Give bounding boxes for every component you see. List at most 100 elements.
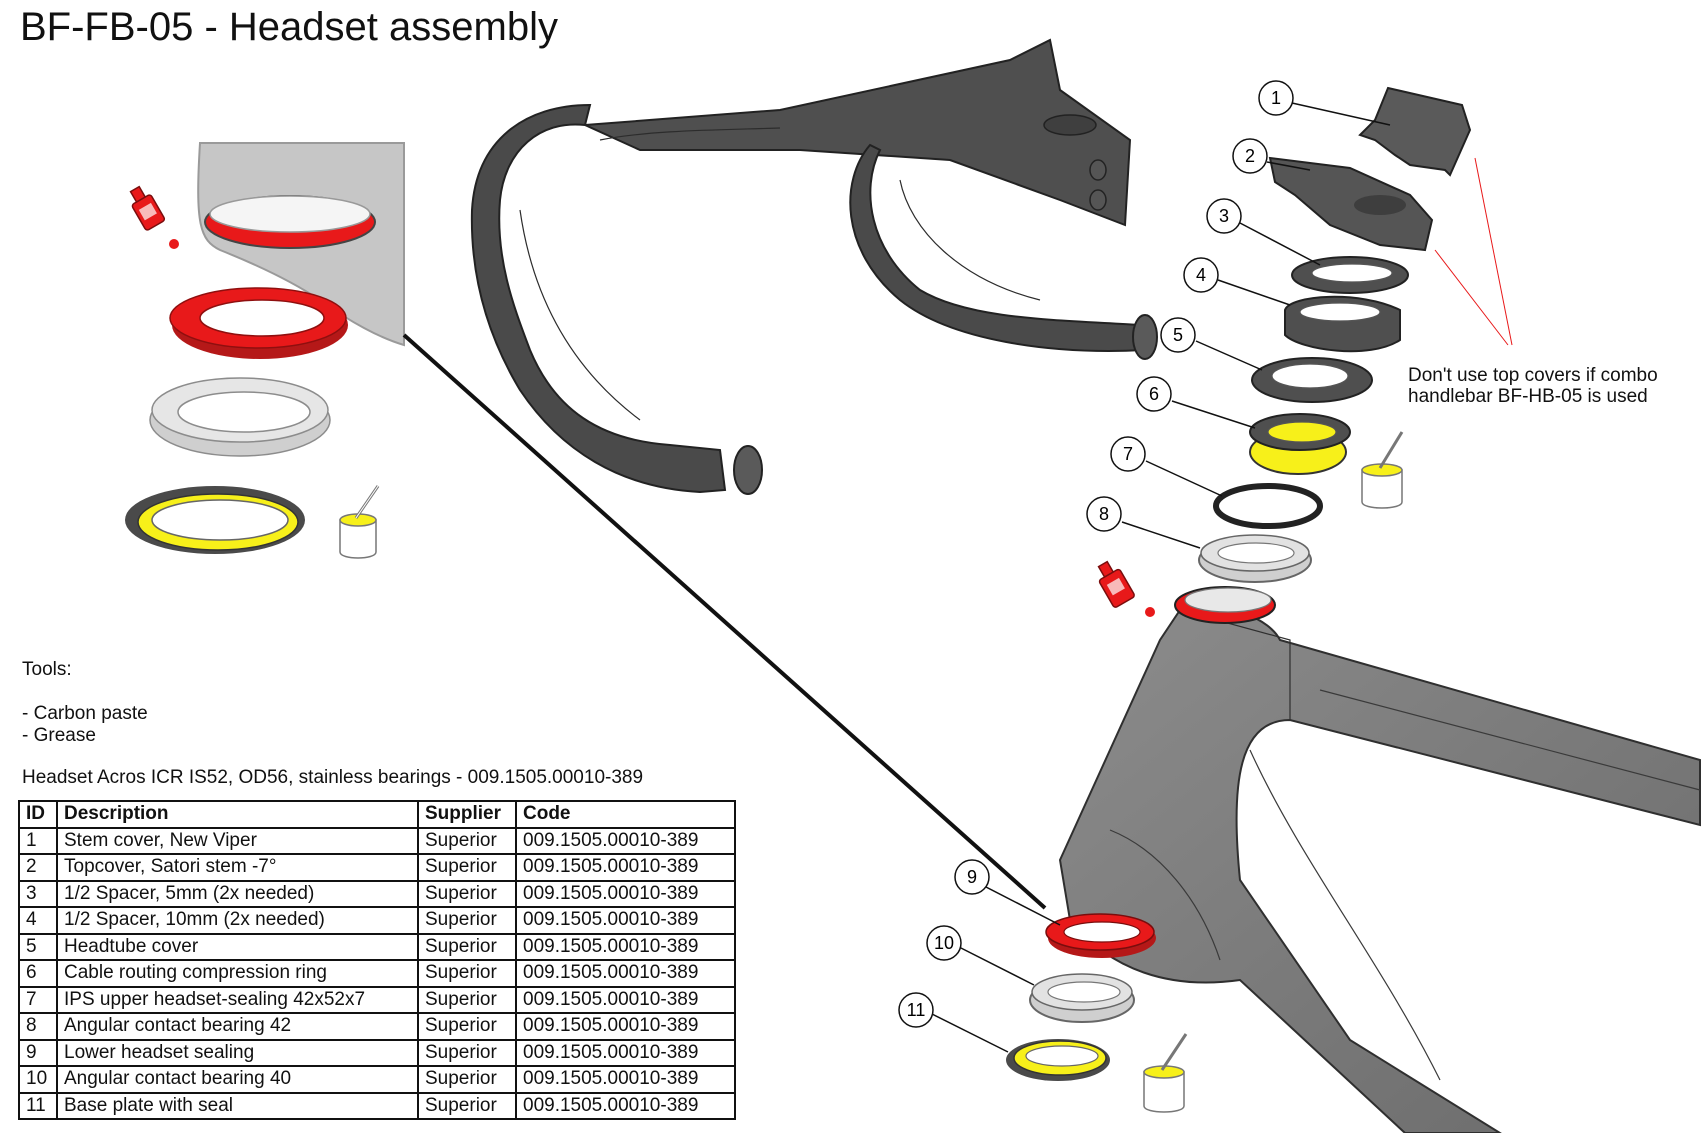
cell-description: 1/2 Spacer, 10mm (2x needed)	[56, 906, 419, 935]
cell-description: 1/2 Spacer, 5mm (2x needed)	[56, 879, 419, 908]
svg-text:2: 2	[1245, 146, 1255, 166]
bike-frame	[1058, 586, 1701, 1133]
part-6-compression-ring	[1249, 413, 1351, 475]
cell-id: 2	[18, 853, 58, 882]
svg-text:5: 5	[1173, 325, 1183, 345]
cell-id: 5	[18, 932, 58, 961]
cell-code: 009.1505.00010-389	[515, 853, 736, 882]
note-pointer-line	[1474, 157, 1513, 346]
cell-supplier: Superior	[417, 1038, 517, 1067]
cell-supplier: Superior	[417, 932, 517, 961]
part-2-topcover	[1268, 156, 1434, 252]
cell-description: IPS upper headset-sealing 42x52x7	[56, 985, 419, 1014]
detail-base-plate	[125, 486, 305, 554]
note-line-2: handlebar BF-HB-05 is used	[1408, 386, 1648, 407]
part-9-lower-sealing	[1045, 913, 1156, 958]
cell-id: 10	[18, 1065, 58, 1094]
cell-id: 1	[18, 826, 58, 855]
cell-id: 4	[18, 906, 58, 935]
note-pointer-line	[1434, 249, 1509, 346]
callout-11: 11	[898, 992, 934, 1028]
cell-description: Cable routing compression ring	[56, 959, 419, 988]
tools-item-grease: - Grease	[22, 725, 96, 746]
callout-5: 5	[1160, 317, 1196, 353]
grease-pot-icon	[339, 485, 380, 559]
cell-code: 009.1505.00010-389	[515, 1091, 736, 1120]
carbon-paste-bottle-icon	[1097, 560, 1135, 608]
callout-7: 7	[1110, 436, 1146, 472]
callout-4: 4	[1183, 257, 1219, 293]
top-cover-note: Don't use top covers if combo handlebar …	[1408, 365, 1658, 407]
detail-leader-line	[402, 333, 1047, 910]
cell-code: 009.1505.00010-389	[515, 1038, 736, 1067]
svg-text:6: 6	[1149, 384, 1159, 404]
callout-8: 8	[1086, 496, 1122, 532]
detail-bearing	[149, 377, 331, 457]
cell-id: 7	[18, 985, 58, 1014]
cell-description: Stem cover, New Viper	[56, 826, 419, 855]
cell-id: 6	[18, 959, 58, 988]
cell-supplier: Superior	[417, 879, 517, 908]
part-1-stem-cover	[1358, 86, 1472, 177]
cell-description: Headtube cover	[56, 932, 419, 961]
cell-supplier: Superior	[417, 985, 517, 1014]
handlebar-cockpit	[470, 38, 1158, 495]
svg-text:4: 4	[1196, 265, 1206, 285]
callout-10: 10	[926, 925, 962, 961]
callout-1: 1	[1258, 80, 1294, 116]
cell-supplier: Superior	[417, 826, 517, 855]
callout-9: 9	[954, 859, 990, 895]
callout-3: 3	[1206, 198, 1242, 234]
cell-description: Lower headset sealing	[56, 1038, 419, 1067]
grease-pot-icon	[1361, 431, 1404, 509]
cell-code: 009.1505.00010-389	[515, 826, 736, 855]
svg-text:3: 3	[1219, 206, 1229, 226]
svg-text:7: 7	[1123, 444, 1133, 464]
svg-text:11: 11	[907, 1000, 926, 1020]
cell-id: 3	[18, 879, 58, 908]
part-3-spacer-5mm	[1291, 256, 1409, 294]
cell-code: 009.1505.00010-389	[515, 985, 736, 1014]
cell-code: 009.1505.00010-389	[515, 879, 736, 908]
cell-description: Angular contact bearing 40	[56, 1065, 419, 1094]
cell-code: 009.1505.00010-389	[515, 959, 736, 988]
table-header-row: ID Description Supplier Code	[18, 800, 736, 829]
cell-supplier: Superior	[417, 1091, 517, 1120]
callout-6: 6	[1136, 376, 1172, 412]
cell-supplier: Superior	[417, 1065, 517, 1094]
part-8-bearing-42	[1198, 534, 1312, 583]
cell-code: 009.1505.00010-389	[515, 906, 736, 935]
cell-supplier: Superior	[417, 853, 517, 882]
col-supplier: Supplier	[417, 800, 517, 829]
cell-description: Base plate with seal	[56, 1091, 419, 1120]
grease-pot-icon	[1143, 1033, 1188, 1113]
cell-id: 9	[18, 1038, 58, 1067]
detail-view	[125, 142, 1047, 910]
svg-text:8: 8	[1099, 504, 1109, 524]
note-line-1: Don't use top covers if combo	[1408, 365, 1658, 386]
detail-sealing-ring	[169, 287, 348, 359]
svg-text:9: 9	[967, 867, 977, 887]
cell-supplier: Superior	[417, 1012, 517, 1041]
part-5-headtube-cover	[1251, 357, 1373, 403]
svg-text:1: 1	[1271, 88, 1281, 108]
cell-code: 009.1505.00010-389	[515, 932, 736, 961]
part-4-spacer-10mm	[1284, 295, 1401, 353]
col-code: Code	[515, 800, 736, 829]
col-id: ID	[18, 800, 58, 829]
headset-spec: Headset Acros ICR IS52, OD56, stainless …	[22, 767, 644, 788]
col-description: Description	[56, 800, 419, 829]
cell-code: 009.1505.00010-389	[515, 1065, 736, 1094]
